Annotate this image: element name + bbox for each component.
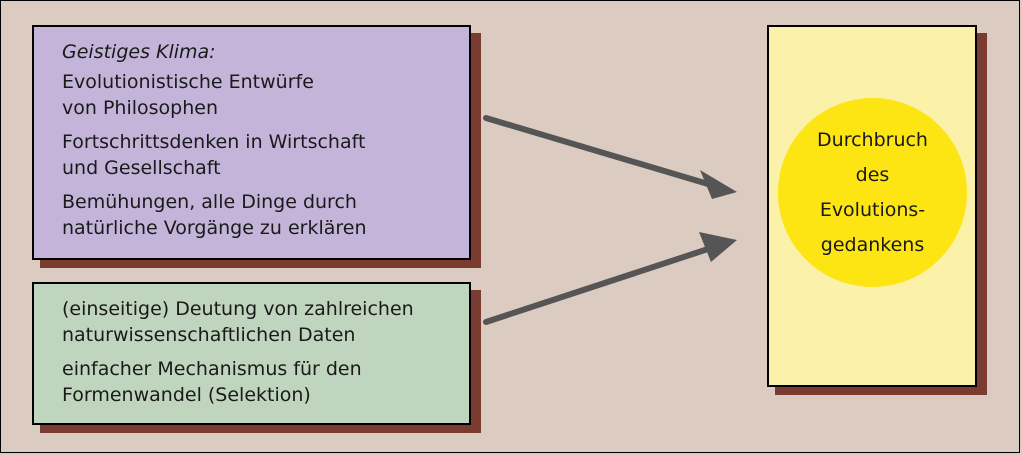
result-circle-text: Durchbruch des Evolutions- gedankens — [817, 123, 928, 263]
arrow-climate-to-result — [483, 115, 711, 187]
data-line-4: Formenwandel (Selektion) — [62, 384, 311, 406]
climate-item-natural: Bemühungen, alle Dinge durch natürliche … — [62, 189, 455, 241]
arrow-data-head — [699, 232, 737, 262]
data-item-mechanism: einfacher Mechanismus für den Formenwand… — [62, 356, 455, 408]
result-circle: Durchbruch des Evolutions- gedankens — [778, 98, 967, 287]
result-line-3: Evolutions- — [819, 198, 926, 221]
result-line-2: des — [855, 163, 890, 186]
climate-box: Geistiges Klima: Evolutionistische Entwü… — [32, 25, 471, 260]
result-line-4: gedankens — [820, 233, 925, 256]
data-line-2: naturwissenschaftlichen Daten — [62, 324, 356, 346]
climate-item-philosophers: Evolutionistische Entwürfe von Philosoph… — [62, 69, 455, 121]
climate-line-5: Bemühungen, alle Dinge durch — [62, 191, 357, 213]
climate-item-progress: Fortschrittsdenken in Wirtschaft und Ges… — [62, 129, 455, 181]
climate-line-6: natürliche Vorgänge zu erklären — [62, 217, 367, 239]
climate-line-2: von Philosophen — [62, 97, 218, 119]
climate-line-1: Evolutionistische Entwürfe — [62, 71, 314, 93]
climate-line-4: und Gesellschaft — [62, 157, 221, 179]
data-line-3: einfacher Mechanismus für den — [62, 358, 362, 380]
data-line-1: (einseitige) Deutung von zahlreichen — [62, 298, 414, 320]
result-line-1: Durchbruch — [817, 128, 928, 151]
climate-heading: Geistiges Klima: — [62, 41, 216, 63]
arrow-data-to-result — [483, 246, 711, 325]
arrow-climate-head — [700, 170, 737, 199]
data-box: (einseitige) Deutung von zahlreichen nat… — [32, 282, 471, 425]
data-item-interpretation: (einseitige) Deutung von zahlreichen nat… — [62, 296, 455, 348]
climate-line-3: Fortschrittsdenken in Wirtschaft — [62, 131, 366, 153]
